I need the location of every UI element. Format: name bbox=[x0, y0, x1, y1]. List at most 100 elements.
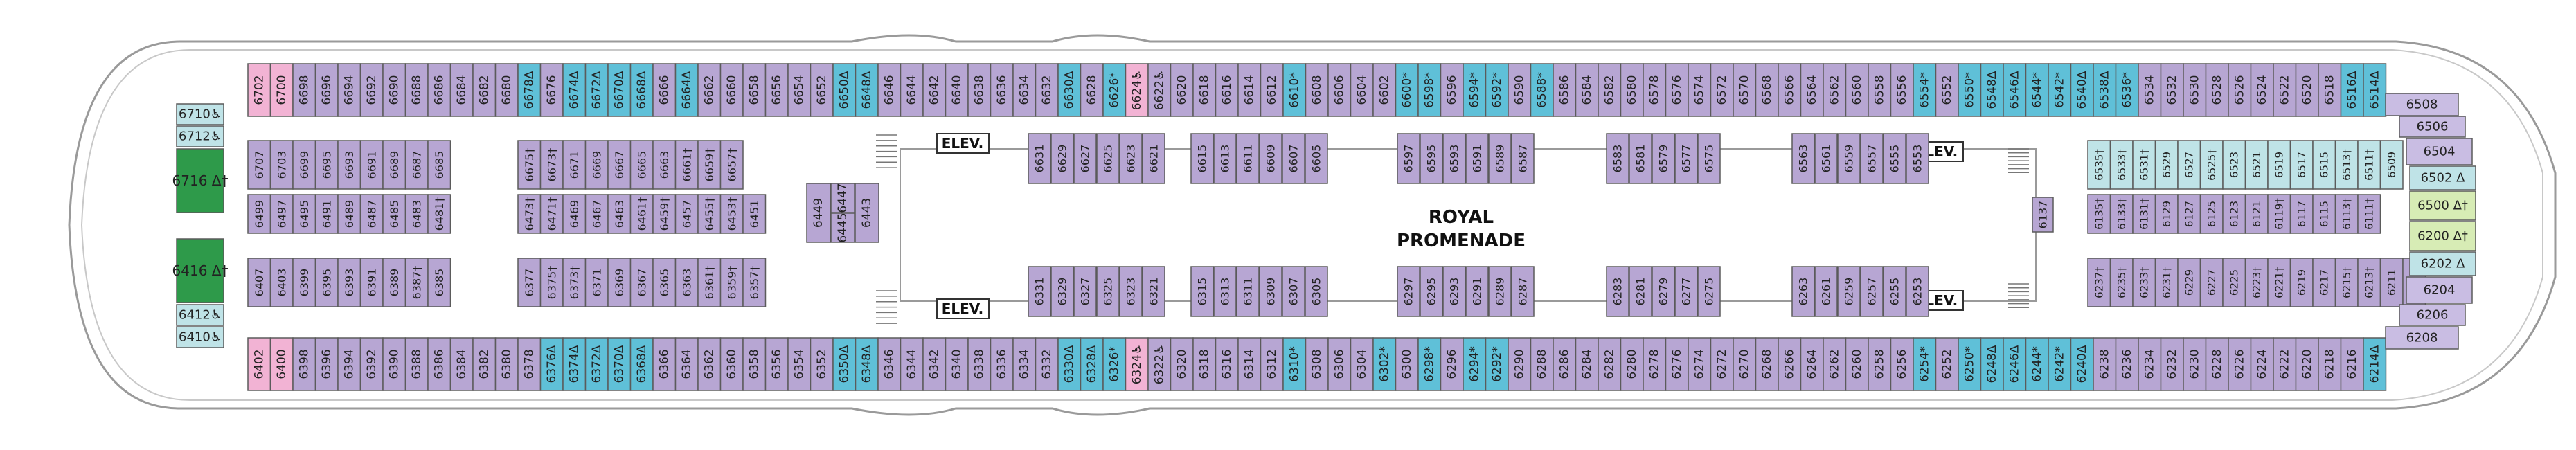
cabin[interactable]: 6295 bbox=[1420, 266, 1443, 317]
cabin[interactable]: 6566 bbox=[1778, 63, 1802, 117]
cabin[interactable]: 6281 bbox=[1629, 266, 1652, 317]
cabin[interactable]: 6540Δ bbox=[2070, 63, 2094, 117]
cabin[interactable]: 6248Δ bbox=[1980, 337, 2004, 391]
cabin[interactable]: 6135† bbox=[2087, 194, 2111, 234]
cabin[interactable]: 6290 bbox=[1508, 337, 1532, 391]
cabin[interactable]: 6280 bbox=[1620, 337, 1644, 391]
cabin[interactable]: 6597 bbox=[1397, 133, 1420, 184]
cabin[interactable]: 6582 bbox=[1598, 63, 1622, 117]
cabin[interactable]: 6694 bbox=[337, 63, 361, 117]
cabin[interactable]: 6686 bbox=[427, 63, 451, 117]
cabin[interactable]: 6624♿ bbox=[1125, 63, 1149, 117]
cabin[interactable]: 6561 bbox=[1814, 133, 1838, 184]
cabin[interactable]: 6598* bbox=[1417, 63, 1442, 117]
cabin[interactable]: 6340 bbox=[945, 337, 969, 391]
cabin[interactable]: 6657† bbox=[719, 140, 744, 190]
cabin[interactable]: 6495 bbox=[292, 194, 316, 234]
cabin[interactable]: 6321 bbox=[1142, 266, 1165, 317]
cabin[interactable]: 6504 bbox=[2406, 138, 2473, 165]
cabin[interactable]: 6313 bbox=[1213, 266, 1237, 317]
cabin[interactable]: 6672Δ bbox=[584, 63, 609, 117]
cabin[interactable]: 6378 bbox=[517, 337, 542, 391]
cabin[interactable]: 6523 bbox=[2222, 140, 2246, 190]
cabin[interactable]: 6625 bbox=[1096, 133, 1120, 184]
cabin[interactable]: 6297 bbox=[1397, 266, 1420, 317]
cabin[interactable]: 6555 bbox=[1883, 133, 1906, 184]
cabin[interactable]: 6391 bbox=[359, 258, 384, 307]
cabin[interactable]: 6689 bbox=[382, 140, 406, 190]
cabin[interactable]: 6609 bbox=[1259, 133, 1282, 184]
cabin[interactable]: 6611 bbox=[1236, 133, 1260, 184]
cabin[interactable]: 6288 bbox=[1530, 337, 1554, 391]
cabin[interactable]: 6451 bbox=[742, 194, 767, 234]
cabin[interactable]: 6485 bbox=[382, 194, 406, 234]
cabin[interactable]: 6371 bbox=[584, 258, 609, 307]
cabin[interactable]: 6218 bbox=[2318, 337, 2342, 391]
cabin[interactable]: 6577 bbox=[1674, 133, 1698, 184]
cabin[interactable]: 6382 bbox=[472, 337, 497, 391]
cabin[interactable]: 6316 bbox=[1215, 337, 1239, 391]
cabin[interactable]: 6524 bbox=[2250, 63, 2274, 117]
cabin[interactable]: 6240Δ bbox=[2070, 337, 2094, 391]
cabin[interactable]: 6612 bbox=[1260, 63, 1284, 117]
cabin[interactable]: 6521 bbox=[2244, 140, 2269, 190]
cabin[interactable]: 6328Δ bbox=[1080, 337, 1104, 391]
cabin[interactable]: 6304 bbox=[1350, 337, 1374, 391]
cabin[interactable]: 6211 bbox=[2379, 258, 2404, 307]
cabin[interactable]: 6289 bbox=[1488, 266, 1512, 317]
cabin[interactable]: 6276 bbox=[1665, 337, 1689, 391]
cabin[interactable]: 6666 bbox=[652, 63, 677, 117]
cabin[interactable]: 6702 bbox=[247, 63, 271, 117]
cabin[interactable]: 6544* bbox=[2025, 63, 2049, 117]
cabin[interactable]: 6250* bbox=[1958, 337, 1982, 391]
cabin[interactable]: 6275 bbox=[1697, 266, 1721, 317]
cabin[interactable]: 6676 bbox=[539, 63, 564, 117]
cabin[interactable]: 6518 bbox=[2318, 63, 2342, 117]
cabin[interactable]: 6367 bbox=[629, 258, 654, 307]
cabin[interactable]: 6572 bbox=[1710, 63, 1734, 117]
cabin[interactable]: 6502 Δ bbox=[2409, 165, 2476, 190]
cabin[interactable]: 6117 bbox=[2289, 194, 2314, 234]
cabin[interactable]: 6579 bbox=[1652, 133, 1675, 184]
cabin[interactable]: 6667 bbox=[607, 140, 632, 190]
cabin[interactable]: 6329 bbox=[1050, 266, 1074, 317]
cabin[interactable]: 6322♿ bbox=[1147, 337, 1172, 391]
cabin[interactable]: 6256 bbox=[1890, 337, 1914, 391]
cabin[interactable]: 6287 bbox=[1511, 266, 1535, 317]
cabin[interactable]: 6387† bbox=[404, 258, 429, 307]
cabin[interactable]: 6515 bbox=[2312, 140, 2336, 190]
cabin[interactable]: 6613 bbox=[1213, 133, 1237, 184]
cabin[interactable]: 6213† bbox=[2357, 258, 2381, 307]
cabin[interactable]: 6716 Δ† bbox=[172, 148, 229, 213]
cabin[interactable]: 6234 bbox=[2138, 337, 2162, 391]
cabin[interactable]: 6252 bbox=[1935, 337, 1959, 391]
cabin[interactable]: 6588* bbox=[1530, 63, 1554, 117]
cabin[interactable]: 6461† bbox=[629, 194, 654, 234]
cabin[interactable]: 6255 bbox=[1883, 266, 1906, 317]
cabin[interactable]: 6670Δ bbox=[607, 63, 632, 117]
cabin[interactable]: 6673† bbox=[539, 140, 564, 190]
cabin[interactable]: 6217 bbox=[2312, 258, 2336, 307]
cabin[interactable]: 6344 bbox=[900, 337, 924, 391]
cabin[interactable]: 6356 bbox=[764, 337, 789, 391]
cabin[interactable]: 6671 bbox=[562, 140, 587, 190]
cabin[interactable]: 6668Δ bbox=[629, 63, 654, 117]
cabin[interactable]: 6690 bbox=[382, 63, 406, 117]
cabin[interactable]: 6522 bbox=[2273, 63, 2297, 117]
cabin[interactable]: 6455† bbox=[697, 194, 722, 234]
cabin[interactable]: 6508 bbox=[2385, 93, 2459, 116]
cabin[interactable]: 6615 bbox=[1190, 133, 1214, 184]
cabin[interactable]: 6363 bbox=[674, 258, 699, 307]
cabin[interactable]: 6370Δ bbox=[607, 337, 632, 391]
cabin[interactable]: 6308 bbox=[1305, 337, 1329, 391]
cabin[interactable]: 6659† bbox=[697, 140, 722, 190]
cabin[interactable]: 6358 bbox=[742, 337, 767, 391]
cabin[interactable]: 6678Δ bbox=[517, 63, 542, 117]
cabin[interactable]: 6385 bbox=[427, 258, 451, 307]
cabin[interactable]: 6642 bbox=[922, 63, 947, 117]
cabin[interactable]: 6445 bbox=[830, 213, 855, 243]
cabin[interactable]: 6350Δ bbox=[832, 337, 857, 391]
cabin[interactable]: 6225 bbox=[2222, 258, 2246, 307]
cabin[interactable]: 6253 bbox=[1906, 266, 1929, 317]
cabin[interactable]: 6557 bbox=[1860, 133, 1884, 184]
